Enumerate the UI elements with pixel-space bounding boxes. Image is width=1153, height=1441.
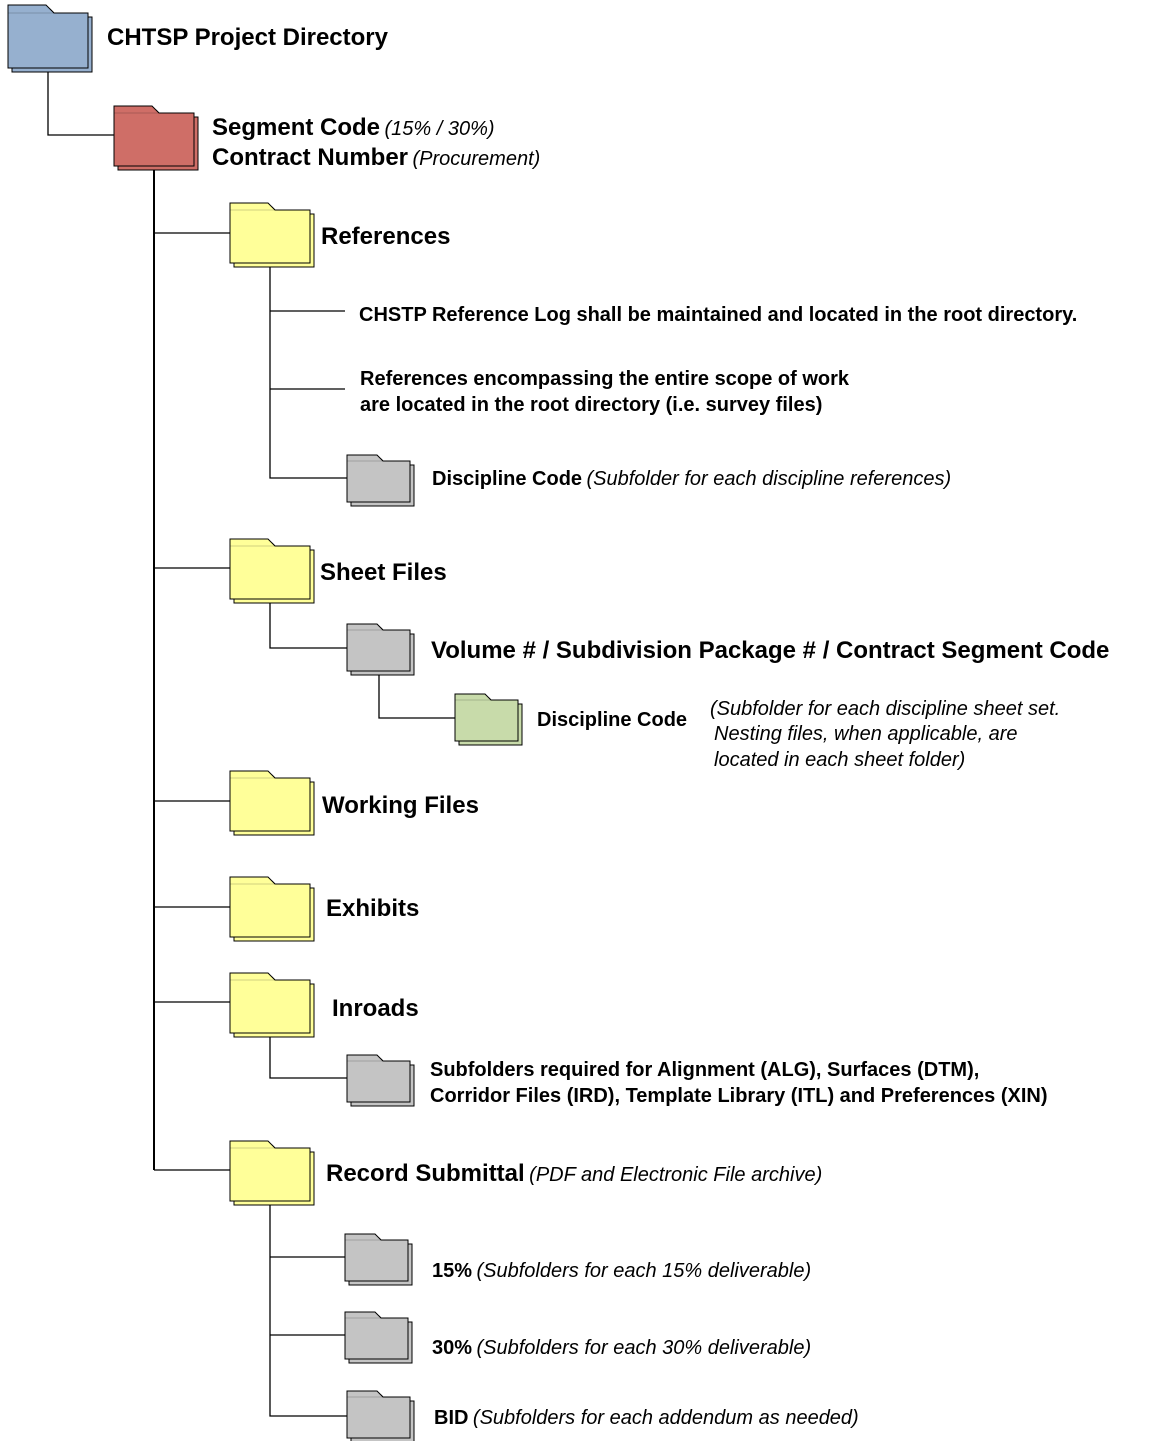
record-submittal-row: Record Submittal (PDF and Electronic Fil… [326, 1160, 822, 1188]
sheet-discipline-note-1: (Subfolder for each discipline sheet set… [710, 698, 1061, 720]
record-submittal-note: (PDF and Electronic File archive) [529, 1164, 823, 1186]
connector-lines [47, 70, 455, 1417]
references-discipline-label: Discipline Code [432, 468, 583, 490]
reference-scope-note-2: are located in the root directory (i.e. … [360, 394, 823, 416]
submittal-bid-row: BID (Subfolders for each addendum as nee… [434, 1407, 859, 1430]
sheet-files-folder-icon [229, 538, 315, 604]
submittal-30-label: 30% [432, 1337, 473, 1359]
submittal-15-note: (Subfolders for each 15% deliverable) [476, 1260, 812, 1282]
references-title: References [321, 223, 451, 250]
inroads-subfolders-line-1: Subfolders required for Alignment (ALG),… [430, 1059, 980, 1081]
working-files-title: Working Files [322, 792, 479, 819]
inroads-folder-icon [229, 972, 315, 1038]
sheet-discipline-folder-icon [454, 693, 523, 746]
sheet-discipline-note-3: located in each sheet folder) [714, 749, 966, 771]
reference-log-note: CHSTP Reference Log shall be maintained … [359, 304, 1078, 326]
submittal-bid-note: (Subfolders for each addendum as needed) [472, 1407, 859, 1429]
submittal-15-folder-icon [344, 1233, 413, 1286]
volume-package-label: Volume # / Subdivision Package # / Contr… [431, 637, 1110, 664]
reference-scope-note-1: References encompassing the entire scope… [360, 368, 850, 390]
volume-folder-icon [346, 623, 415, 676]
submittal-30-folder-icon [344, 1311, 413, 1364]
submittal-30-row: 30% (Subfolders for each 30% deliverable… [432, 1337, 811, 1360]
contract-number-note: (Procurement) [412, 148, 541, 170]
root-folder-icon [7, 4, 93, 73]
sheet-files-title: Sheet Files [320, 559, 447, 586]
submittal-bid-folder-icon [346, 1390, 415, 1441]
submittal-30-note: (Subfolders for each 30% deliverable) [476, 1337, 812, 1359]
inroads-subfolders-folder-icon [346, 1054, 415, 1107]
root-folder-title: CHTSP Project Directory [107, 24, 388, 51]
segment-code-note: (15% / 30%) [384, 118, 495, 140]
references-discipline-note: (Subfolder for each discipline reference… [586, 468, 952, 490]
contract-number-label: Contract Number [212, 144, 409, 171]
submittal-bid-label: BID [434, 1407, 469, 1429]
working-files-folder-icon [229, 770, 315, 836]
references-folder-icon [229, 202, 315, 268]
submittal-15-label: 15% [432, 1260, 473, 1282]
sheet-discipline-note-2: Nesting files, when applicable, are [714, 723, 1018, 745]
segment-line-1: Segment Code (15% / 30%) [212, 114, 495, 142]
segment-line-2: Contract Number (Procurement) [212, 144, 540, 172]
folders-layer [7, 4, 523, 1441]
segment-code-label: Segment Code [212, 114, 381, 141]
record-submittal-title: Record Submittal [326, 1160, 525, 1187]
references-discipline-row: Discipline Code (Subfolder for each disc… [432, 468, 951, 491]
exhibits-title: Exhibits [326, 895, 420, 922]
inroads-subfolders-line-2: Corridor Files (IRD), Template Library (… [430, 1085, 1048, 1107]
submittal-15-row: 15% (Subfolders for each 15% deliverable… [432, 1260, 811, 1283]
inroads-title: Inroads [332, 995, 419, 1022]
segment-folder-icon [113, 105, 199, 171]
record-submittal-folder-icon [229, 1140, 315, 1206]
references-discipline-folder-icon [346, 454, 415, 507]
exhibits-folder-icon [229, 876, 315, 942]
sheet-discipline-label: Discipline Code [537, 709, 688, 731]
